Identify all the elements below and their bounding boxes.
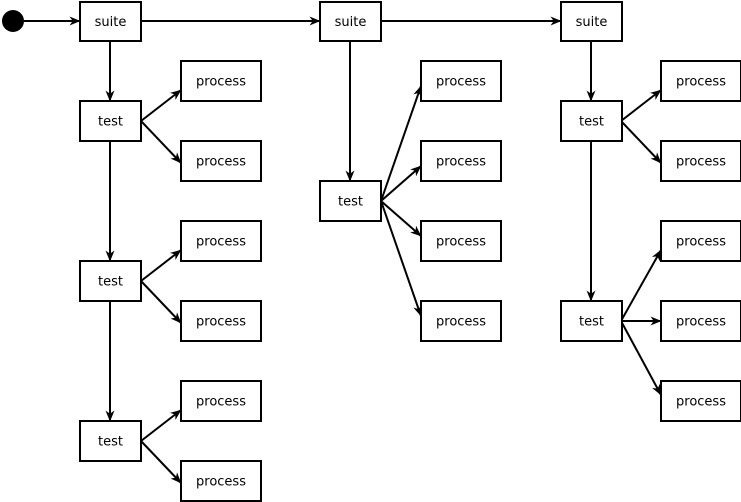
start-node-icon bbox=[2, 10, 24, 32]
node-box-suite3[interactable] bbox=[560, 1, 623, 42]
node-label-proc9: process bbox=[436, 235, 486, 250]
node-test1a[interactable]: test bbox=[79, 100, 142, 142]
node-layer: suite suite suite test test test test test test p… bbox=[79, 1, 741, 502]
node-box-proc12[interactable] bbox=[660, 140, 741, 182]
node-label-test1c: test bbox=[98, 435, 123, 450]
node-label-test3a: test bbox=[579, 115, 604, 130]
node-label-test1b: test bbox=[98, 275, 123, 290]
node-label-test1a: test bbox=[98, 115, 123, 130]
edge-test1c-to-proc6 bbox=[140, 440, 182, 484]
node-label-suite3: suite bbox=[576, 15, 608, 30]
node-box-proc10[interactable] bbox=[420, 300, 502, 342]
node-proc2[interactable]: process bbox=[180, 140, 262, 182]
edge-test3a-to-proc12 bbox=[620, 120, 662, 164]
node-box-proc6[interactable] bbox=[180, 460, 262, 502]
edge-test3a-to-proc11 bbox=[620, 89, 662, 122]
node-label-proc10: process bbox=[436, 315, 486, 330]
node-proc9[interactable]: process bbox=[420, 220, 502, 262]
node-box-proc3[interactable] bbox=[180, 220, 262, 262]
node-label-proc8: process bbox=[436, 155, 486, 170]
node-proc14[interactable]: process bbox=[660, 300, 741, 342]
edge-test1a-to-proc1 bbox=[140, 89, 182, 122]
node-box-suite2[interactable] bbox=[319, 1, 382, 42]
node-proc8[interactable]: process bbox=[420, 140, 502, 182]
edge-test2a-to-proc7 bbox=[380, 85, 422, 202]
edge-test1b-to-proc3 bbox=[140, 249, 182, 282]
edge-test2a-to-proc8 bbox=[380, 165, 422, 202]
edge-test3b-to-proc15 bbox=[620, 320, 662, 396]
node-test3a[interactable]: test bbox=[560, 100, 623, 142]
node-box-test1c[interactable] bbox=[79, 420, 142, 462]
node-label-proc4: process bbox=[196, 315, 246, 330]
node-test1b[interactable]: test bbox=[79, 260, 142, 302]
node-box-proc15[interactable] bbox=[660, 380, 741, 422]
node-label-proc7: process bbox=[436, 75, 486, 90]
node-label-suite1: suite bbox=[95, 15, 127, 30]
node-box-test2a[interactable] bbox=[319, 180, 382, 222]
node-proc5[interactable]: process bbox=[180, 380, 262, 422]
edge-test3b-to-proc13 bbox=[620, 249, 662, 322]
node-proc1[interactable]: process bbox=[180, 60, 262, 102]
node-proc11[interactable]: process bbox=[660, 60, 741, 102]
edge-layer bbox=[24, 16, 662, 484]
edge-test2a-to-proc10 bbox=[380, 200, 422, 317]
node-label-test2a: test bbox=[338, 195, 363, 210]
node-proc4[interactable]: process bbox=[180, 300, 262, 342]
edge-test1b-to-proc4 bbox=[140, 280, 182, 324]
node-box-test1b[interactable] bbox=[79, 260, 142, 302]
node-box-test3a[interactable] bbox=[560, 100, 623, 142]
node-box-proc11[interactable] bbox=[660, 60, 741, 102]
node-label-proc3: process bbox=[196, 235, 246, 250]
node-box-proc13[interactable] bbox=[660, 220, 741, 262]
node-box-proc8[interactable] bbox=[420, 140, 502, 182]
node-label-suite2: suite bbox=[335, 15, 367, 30]
node-label-proc6: process bbox=[196, 475, 246, 490]
edge-test2a-to-proc9 bbox=[380, 200, 422, 237]
node-box-proc5[interactable] bbox=[180, 380, 262, 422]
node-box-proc4[interactable] bbox=[180, 300, 262, 342]
node-label-proc2: process bbox=[196, 155, 246, 170]
node-label-proc1: process bbox=[196, 75, 246, 90]
node-label-proc15: process bbox=[676, 395, 726, 410]
node-box-proc9[interactable] bbox=[420, 220, 502, 262]
node-label-proc14: process bbox=[676, 315, 726, 330]
node-label-proc11: process bbox=[676, 75, 726, 90]
node-box-proc14[interactable] bbox=[660, 300, 741, 342]
node-box-test3b[interactable] bbox=[560, 300, 623, 342]
node-proc10[interactable]: process bbox=[420, 300, 502, 342]
node-suite1[interactable]: suite bbox=[79, 1, 142, 42]
node-box-suite1[interactable] bbox=[79, 1, 142, 42]
node-box-test1a[interactable] bbox=[79, 100, 142, 142]
node-label-proc5: process bbox=[196, 395, 246, 410]
edge-test1c-to-proc5 bbox=[140, 409, 182, 442]
node-test2a[interactable]: test bbox=[319, 180, 382, 222]
node-test3b[interactable]: test bbox=[560, 300, 623, 342]
node-proc3[interactable]: process bbox=[180, 220, 262, 262]
node-box-proc2[interactable] bbox=[180, 140, 262, 182]
node-label-proc13: process bbox=[676, 235, 726, 250]
node-box-proc7[interactable] bbox=[420, 60, 502, 102]
node-proc12[interactable]: process bbox=[660, 140, 741, 182]
edge-test1a-to-proc2 bbox=[140, 120, 182, 164]
node-test1c[interactable]: test bbox=[79, 420, 142, 462]
node-proc13[interactable]: process bbox=[660, 220, 741, 262]
node-proc15[interactable]: process bbox=[660, 380, 741, 422]
node-proc7[interactable]: process bbox=[420, 60, 502, 102]
node-suite2[interactable]: suite bbox=[319, 1, 382, 42]
node-suite3[interactable]: suite bbox=[560, 1, 623, 42]
node-label-proc12: process bbox=[676, 155, 726, 170]
node-proc6[interactable]: process bbox=[180, 460, 262, 502]
node-box-proc1[interactable] bbox=[180, 60, 262, 102]
node-label-test3b: test bbox=[579, 315, 604, 330]
start-marker-layer bbox=[2, 10, 24, 32]
